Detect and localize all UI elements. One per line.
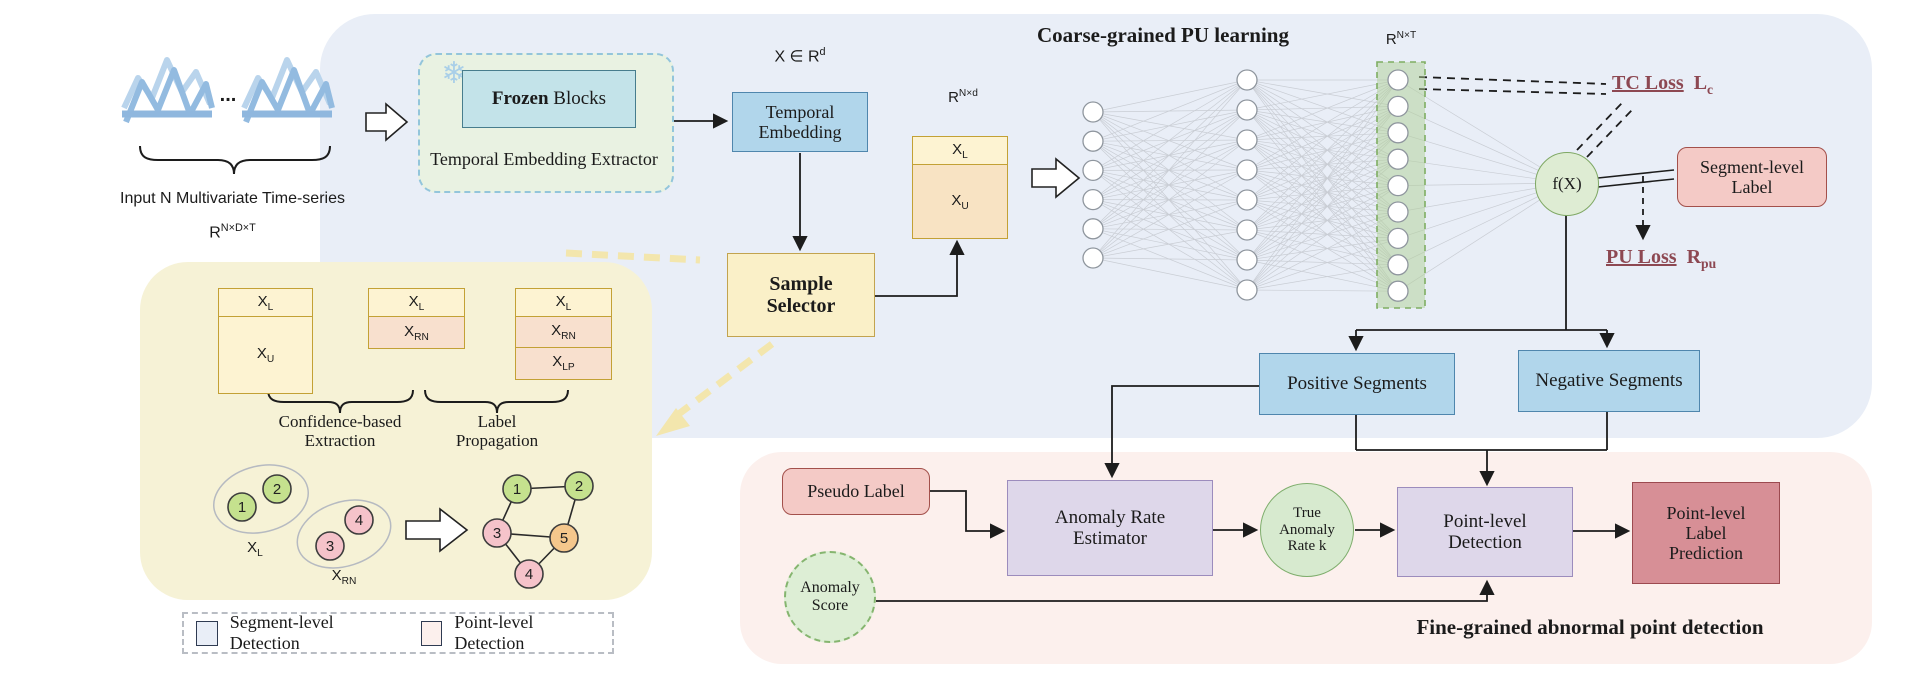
svg-text:1: 1 — [238, 499, 246, 516]
xu-block: XU — [912, 164, 1008, 239]
network-dim: RN×T — [1385, 30, 1417, 48]
nn-nodes — [1082, 69, 1409, 302]
time-series-icon — [242, 60, 332, 122]
time-series-icon — [122, 60, 212, 122]
input-caption: Input N Multivariate Time-series — [120, 190, 345, 207]
svg-text:3: 3 — [493, 525, 501, 542]
detail-stack-3: XL XRN XLP — [515, 287, 612, 380]
svg-text:3: 3 — [326, 538, 334, 555]
svg-text:2: 2 — [273, 481, 281, 498]
detail-stack-1: XL XU — [218, 287, 313, 394]
anomaly-rate-estimator-box: Anomaly Rate Estimator — [1007, 480, 1213, 576]
loss-dashed-lines — [1418, 76, 1651, 241]
extractor-caption: Temporal Embedding Extractor — [430, 148, 658, 169]
input-block-arrow — [365, 102, 409, 142]
frozen-blocks-box: Frozen Blocks — [462, 70, 636, 128]
input-dims: RN×D×T — [209, 222, 256, 242]
input-dots: ... — [219, 84, 237, 106]
legend: Segment-level Detection Point-level Dete… — [182, 612, 614, 654]
tc-loss-label: TC Loss Lc — [1612, 72, 1714, 97]
segment-level-legend-label: Segment-level Detection — [229, 612, 334, 653]
detail-callout-arrowhead — [656, 408, 690, 436]
fine-title: Fine-grained abnormal point detection — [1416, 615, 1764, 639]
extraction-brace — [267, 389, 414, 414]
input-brace — [139, 145, 331, 175]
temporal-embedding-box: Temporal Embedding — [732, 92, 868, 152]
embedding-output-dim: X ∈ Rd — [774, 46, 826, 66]
extraction-caption: Confidence-based Extraction — [278, 412, 402, 451]
svg-text:4: 4 — [525, 566, 533, 583]
point-level-detection-box: Point-level Detection — [1397, 487, 1573, 577]
cluster-xl-label: XL — [247, 539, 263, 559]
svg-text:1: 1 — [513, 481, 521, 498]
fx-circle: f(X) — [1535, 152, 1599, 216]
negative-segments-box: Negative Segments — [1518, 350, 1700, 412]
nn-connections — [1092, 79, 1567, 292]
svg-text:2: 2 — [575, 478, 583, 495]
segment-level-swatch — [196, 620, 218, 646]
matrix-dim: RN×d — [948, 88, 978, 106]
pseudo-label-box: Pseudo Label — [782, 468, 930, 515]
point-level-label-prediction-box: Point-level Label Prediction — [1632, 482, 1780, 584]
svg-text:5: 5 — [560, 530, 568, 547]
point-level-swatch — [420, 620, 443, 646]
anomaly-score-circle: Anomaly Score — [784, 551, 876, 643]
propagation-caption: Label Propagation — [455, 412, 539, 451]
fx-label-double-line — [1597, 169, 1675, 188]
positive-segments-box: Positive Segments — [1259, 353, 1455, 415]
pu-loss-label: PU Loss Rpu — [1606, 246, 1717, 271]
propagation-brace — [424, 389, 569, 414]
connectors — [672, 113, 1631, 602]
detail-stack-2: XL XRN — [368, 287, 465, 349]
network-block-arrow — [1031, 157, 1081, 199]
xl-block: XL — [912, 135, 1008, 166]
cluster-xrn-label: XRN — [331, 567, 357, 587]
coarse-title: Coarse-grained PU learning — [1037, 23, 1289, 47]
label-propagation-graph: 1 2 3 4 1 2 3 4 5 — [212, 464, 594, 589]
point-level-legend-label: Point-level Detection — [454, 612, 534, 653]
true-anomaly-rate-circle: True Anomaly Rate k — [1260, 483, 1354, 577]
graph-block-arrow — [405, 507, 469, 553]
segment-level-label-box: Segment-level Label — [1677, 147, 1827, 207]
detail-callout-dashes — [565, 249, 775, 419]
svg-text:4: 4 — [355, 512, 363, 529]
sample-selector-box: Sample Selector — [727, 253, 875, 337]
xl-xu-matrix: XL XU — [912, 135, 1008, 239]
